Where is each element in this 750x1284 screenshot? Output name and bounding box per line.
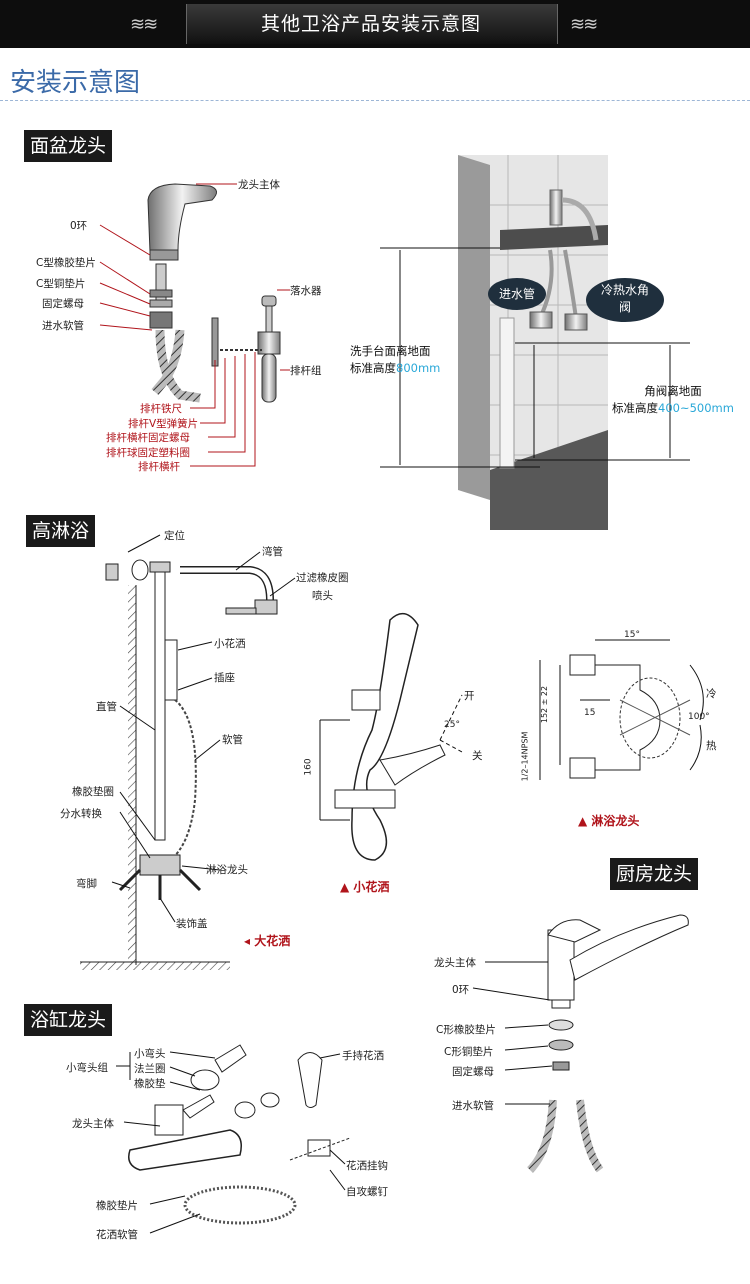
shower-dim-15b: 15 — [584, 708, 596, 718]
valve-height-line1: 角阀离地面 — [644, 384, 702, 398]
bathtub-label-rubber-gasket: 橡胶垫片 — [96, 1200, 138, 1212]
shower-label-hose: 软管 — [222, 734, 243, 746]
basin-label-ball-ring: 排杆球固定塑料圈 — [106, 447, 190, 459]
shower-label-locate: 定位 — [164, 530, 185, 542]
shower-label-nozzle: 喷头 — [312, 590, 333, 602]
section-title: 安装示意图 — [10, 68, 141, 98]
shower-label-diverter: 分水转换 — [60, 808, 102, 820]
bathtub-label-elbow-group: 小弯头组 — [66, 1062, 108, 1074]
high-shower-drawing — [80, 534, 296, 970]
counter-height-label: 洗手台面离地面 标准高度800mm — [350, 343, 440, 377]
valve-height-prefix: 标准高度 — [612, 401, 658, 415]
shower-dim-15a: 15° — [624, 630, 640, 640]
bathtub-label-shower-hose: 花洒软管 — [96, 1229, 138, 1241]
angle-valve-bubble: 冷热水角阀 — [586, 278, 664, 322]
shower-dim-160: 160 — [303, 758, 314, 776]
inlet-pipe-bubble: 进水管 — [488, 278, 546, 310]
kitchen-faucet-drawing — [472, 914, 689, 1173]
shower-dim-npsm: 1/2–14NPSM — [520, 731, 530, 782]
wave-icon: ≋≋ — [570, 14, 598, 35]
banner-title-plate — [186, 4, 558, 44]
shower-label-filter: 过滤橡皮圈 — [296, 572, 349, 584]
counter-height-value: 800mm — [396, 361, 441, 375]
kitchen-faucet-tag: 厨房龙头 — [610, 858, 699, 890]
basin-label-v-spring: 排杆V型弹簧片 — [128, 418, 199, 430]
valve-height-value: 400~500mm — [658, 401, 734, 415]
wave-icon: ≋≋ — [130, 14, 158, 35]
bathtub-label-hook: 花洒挂钩 — [346, 1160, 388, 1172]
shower-label-rubber-ring: 橡胶垫圈 — [72, 786, 114, 798]
shower-dim-152: 152 ± 22 — [540, 685, 550, 724]
basin-install-illustration — [380, 155, 690, 530]
caption-shower-tap-text: 淋浴龙头 — [591, 814, 640, 828]
basin-label-fix-nut: 排杆横杆固定螺母 — [106, 432, 190, 444]
valve-height-label: 角阀离地面 标准高度400~500mm — [612, 383, 734, 417]
kitchen-label-oring: 0环 — [452, 984, 470, 996]
kitchen-label-hose: 进水软管 — [452, 1100, 494, 1112]
caption-big-shower-text: 大花洒 — [254, 934, 291, 948]
basin-label-c-rubber: C型橡胶垫片 — [36, 257, 96, 269]
small-shower-drawing — [319, 612, 463, 861]
shower-label-small-shower: 小花洒 — [214, 638, 246, 650]
basin-label-iron-rod: 排杆铁尺 — [140, 403, 182, 415]
valve-height-line2: 标准高度400~500mm — [612, 400, 734, 417]
kitchen-label-c-rubber: C形橡胶垫片 — [436, 1024, 496, 1036]
shower-close-label: 关 — [472, 750, 483, 762]
high-shower-tag: 高淋浴 — [26, 515, 96, 547]
shower-cold-label: 冷 — [706, 688, 717, 700]
basin-label-nut: 固定螺母 — [42, 298, 84, 310]
bathtub-faucet-tag: 浴缸龙头 — [24, 1004, 113, 1036]
shower-label-bend-pipe: 湾管 — [262, 546, 283, 558]
shower-hot-label: 热 — [706, 740, 717, 752]
shower-label-elbow: 弯脚 — [76, 878, 97, 890]
basin-label-body: 龙头主体 — [238, 179, 280, 191]
caption-big-shower: ◂ 大花洒 — [244, 934, 291, 948]
counter-height-line1: 洗手台面离地面 — [350, 344, 431, 358]
bathtub-label-hand-shower: 手持花洒 — [342, 1050, 384, 1062]
shower-tap-technical-drawing — [539, 639, 704, 780]
basin-label-drain: 落水器 — [290, 285, 322, 297]
kitchen-label-nut: 固定螺母 — [452, 1066, 494, 1078]
basin-faucet-tag: 面盆龙头 — [24, 130, 113, 162]
caption-shower-tap: ▲ 淋浴龙头 — [578, 814, 640, 828]
bathtub-label-flange: 法兰圈 — [134, 1063, 166, 1075]
shower-label-cover: 装饰盖 — [176, 918, 208, 930]
kitchen-label-body: 龙头主体 — [434, 957, 476, 969]
basin-label-hose: 进水软管 — [42, 320, 84, 332]
basin-label-oring: 0环 — [70, 220, 88, 232]
banner-title: 其他卫浴产品安装示意图 — [260, 13, 481, 35]
shower-label-straight-pipe: 直管 — [96, 701, 117, 713]
caption-small-shower: ▲ 小花洒 — [340, 880, 390, 894]
bathtub-label-small-elbow: 小弯头 — [134, 1048, 166, 1060]
counter-height-prefix: 标准高度 — [350, 361, 396, 375]
basin-faucet-drawing — [99, 183, 290, 467]
section-divider — [0, 100, 750, 101]
shower-angle-25: 25° — [444, 720, 460, 730]
basin-label-c-copper: C型铜垫片 — [36, 278, 86, 290]
bathtub-label-screw: 自攻螺钉 — [346, 1186, 388, 1198]
kitchen-label-c-copper: C形铜垫片 — [444, 1046, 494, 1058]
shower-open-label: 开 — [464, 690, 475, 702]
basin-label-pipe-group: 排杆组 — [290, 365, 322, 377]
shower-angle-100: 100° — [688, 712, 710, 722]
banner: ≋≋ ≋≋ 其他卫浴产品安装示意图 — [0, 0, 750, 48]
shower-label-bath-tap: 淋浴龙头 — [206, 864, 248, 876]
angle-valve-label: 冷热水角阀 — [600, 283, 649, 314]
bathtub-label-body: 龙头主体 — [72, 1118, 114, 1130]
caption-small-shower-text: 小花洒 — [353, 880, 390, 894]
counter-height-line2: 标准高度800mm — [350, 360, 440, 377]
basin-label-cross-rod: 排杆横杆 — [138, 461, 180, 473]
shower-label-socket: 插座 — [214, 672, 235, 684]
bathtub-faucet-drawing — [116, 1044, 351, 1234]
bathtub-label-rubber-pad: 橡胶垫 — [134, 1078, 166, 1090]
